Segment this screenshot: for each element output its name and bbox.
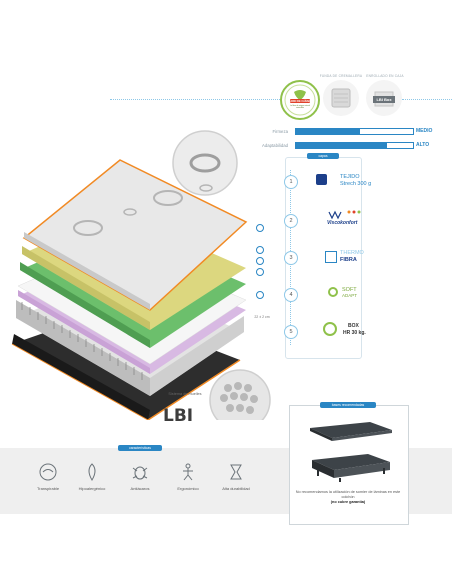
seal-subtext: La fibra de origen natural sostenible <box>290 105 310 110</box>
adaptability-value: ALTO <box>416 142 430 148</box>
diagram-marker-3 <box>256 257 264 265</box>
firmness-value: MEDIO <box>416 128 433 134</box>
ergonomic-icon <box>183 463 193 481</box>
bases-note-bold: (no cubre garantía) <box>330 500 366 504</box>
diagram-marker-2 <box>256 246 264 254</box>
top-dotted-line-right <box>402 99 452 100</box>
breathable-icon <box>39 463 57 481</box>
layer-subtitle-5: HR 30 kg. <box>343 330 366 336</box>
firmness-bar <box>295 128 414 135</box>
layer-title-1: TEJIDO <box>340 174 360 180</box>
feature-label-5: Alta durabilidad <box>222 486 250 491</box>
diagram-marker-4 <box>256 268 264 276</box>
layer-title-5: BOX <box>348 323 359 329</box>
spring-caption: Sistema de muelles <box>168 392 202 396</box>
cover-caption: Funda de cremallera <box>319 74 363 78</box>
zipper-cover-badge <box>323 80 359 116</box>
rating-label-firmness: Firmeza <box>272 129 288 134</box>
leaf-icon <box>284 84 316 116</box>
soft-adapt-icon <box>328 287 338 297</box>
anti-mite-icon <box>132 466 148 480</box>
layer-subtitle-1: Strech 300 g <box>340 181 372 187</box>
zipper-cover-icon <box>331 88 351 108</box>
bases-note: No recomendamos la utilización de somier… <box>295 490 401 499</box>
hemp-seal-badge: TEJIDO DE CÁÑAMO La fibra de origen natu… <box>280 80 320 120</box>
bed-base-icon <box>310 422 392 441</box>
feature-label-1: Transpirable <box>36 486 60 491</box>
feature-label-4: Ergonómico <box>177 486 199 491</box>
layer-title-2: Viscokonfort <box>327 220 358 226</box>
adaptability-bar-fill <box>296 143 388 148</box>
platform-base-icon <box>312 454 390 482</box>
adaptability-bar <box>295 142 414 149</box>
layer-subtitle-3: FIBRA <box>340 257 357 263</box>
durability-icon <box>230 464 242 480</box>
firmness-bar-fill <box>296 129 361 134</box>
layer-number-1: 1 <box>284 175 298 189</box>
feature-label-3: Antiácaros <box>130 486 150 491</box>
diagram-marker-5 <box>256 291 264 299</box>
layer-title-3: THERMO <box>340 250 364 256</box>
spring-logo: LBI <box>163 406 194 426</box>
thermo-fiber-icon <box>325 251 337 263</box>
box-hr-icon <box>323 322 337 336</box>
feature-label-2: Hipoalergénico <box>78 486 106 491</box>
bases-header: bases recomendadas <box>320 402 376 408</box>
seal-text: TEJIDO DE CÁÑAMO <box>287 99 313 103</box>
rating-label-adaptability: Adaptabilidad <box>261 143 288 148</box>
box-logo: LBI Box <box>373 96 395 103</box>
mattress-diagram <box>11 130 271 420</box>
layer-number-5: 5 <box>284 325 298 339</box>
layers-header: capas <box>307 153 339 159</box>
box-badge: LBI Box <box>366 80 402 116</box>
diagram-marker-1 <box>256 224 264 232</box>
layer-number-4: 4 <box>284 288 298 302</box>
features-header: características <box>118 445 162 451</box>
top-dotted-line <box>110 99 280 100</box>
box-caption: Enrollado en caja <box>366 74 404 78</box>
thickness-note: 22 ± 2 cm <box>254 315 270 319</box>
layer-subtitle-4: ADAPT <box>342 293 358 298</box>
layer-number-3: 3 <box>284 251 298 265</box>
quilt-zoom-circle <box>172 130 238 196</box>
spring-zoom-circle <box>209 369 271 420</box>
viscokonfort-logo-icon <box>328 210 361 220</box>
hypoallergenic-icon <box>88 463 96 481</box>
fabric-roll-icon <box>316 174 327 185</box>
layer-title-4: SOFT <box>342 287 357 293</box>
layer-number-2: 2 <box>284 214 298 228</box>
